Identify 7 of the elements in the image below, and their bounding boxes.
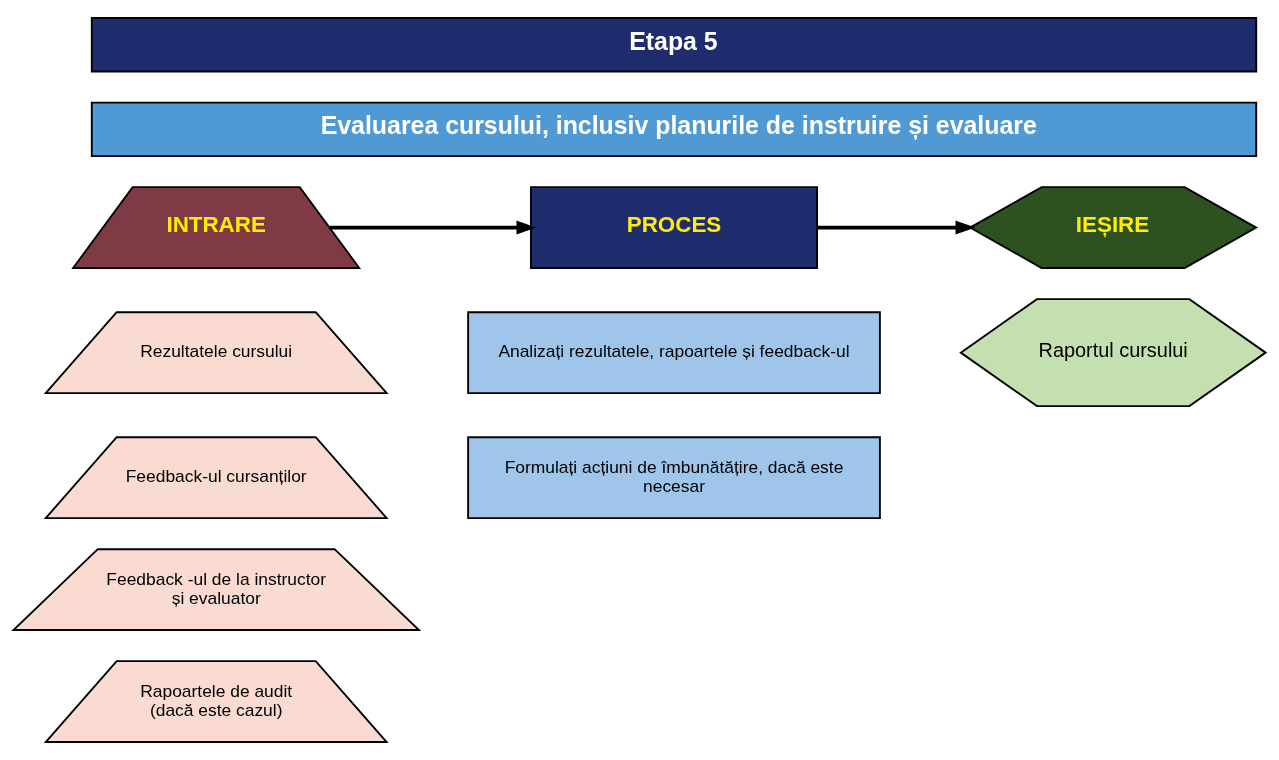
node-box: Formulați acțiuni de îmbunătățire, dacă este necesar bbox=[467, 436, 881, 520]
node-box: PROCES bbox=[530, 186, 818, 269]
arrow bbox=[329, 220, 537, 235]
node-box: Analizați rezultatele, rapoartele și feedback-ul bbox=[467, 311, 881, 394]
node-box: Evaluarea cursului, inclusiv planurile de instruire și evaluare bbox=[90, 101, 1258, 157]
arrow bbox=[817, 220, 976, 235]
node-box: Etapa 5 bbox=[90, 17, 1258, 73]
